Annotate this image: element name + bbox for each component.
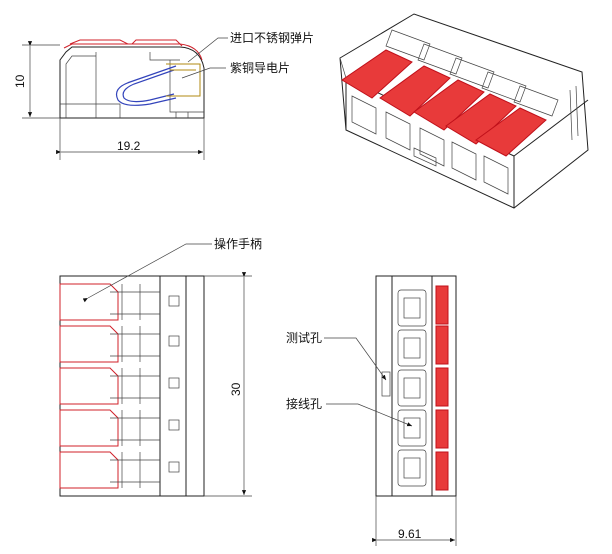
lever-row-3 <box>59 367 160 405</box>
label-handle: 操作手柄 <box>214 236 262 251</box>
dim-front-width: 9.61 <box>398 527 422 541</box>
iso-lever-3 <box>413 79 485 131</box>
lever-row-2 <box>59 325 160 363</box>
test-hole-slot <box>381 371 391 397</box>
iso-lever-2 <box>379 65 451 117</box>
top-view: 30 操作手柄 <box>59 236 262 497</box>
iso-view <box>339 13 589 209</box>
lever-row-5 <box>59 451 160 489</box>
label-copper-strip: 紫铜导电片 <box>230 60 290 75</box>
front-view: 测试孔 接线孔 9.61 <box>286 275 457 546</box>
label-test-hole: 测试孔 <box>286 330 322 345</box>
label-wire-hole: 接线孔 <box>286 396 322 411</box>
iso-lever-1 <box>341 49 413 99</box>
wire-holes <box>397 289 427 487</box>
iso-lever-5 <box>475 107 547 157</box>
label-stainless-spring: 进口不锈钢弹片 <box>230 31 314 45</box>
dim-side-height: 10 <box>13 74 27 88</box>
side-view: 10 19.2 进口不锈钢弹片 紫铜导电片 <box>13 31 314 160</box>
dim-top-length: 30 <box>229 382 243 396</box>
iso-lever-4 <box>445 93 517 145</box>
dim-side-width: 19.2 <box>117 139 141 153</box>
front-levers <box>435 285 449 491</box>
lever-row-1 <box>59 283 160 321</box>
lever-row-4 <box>59 409 160 447</box>
